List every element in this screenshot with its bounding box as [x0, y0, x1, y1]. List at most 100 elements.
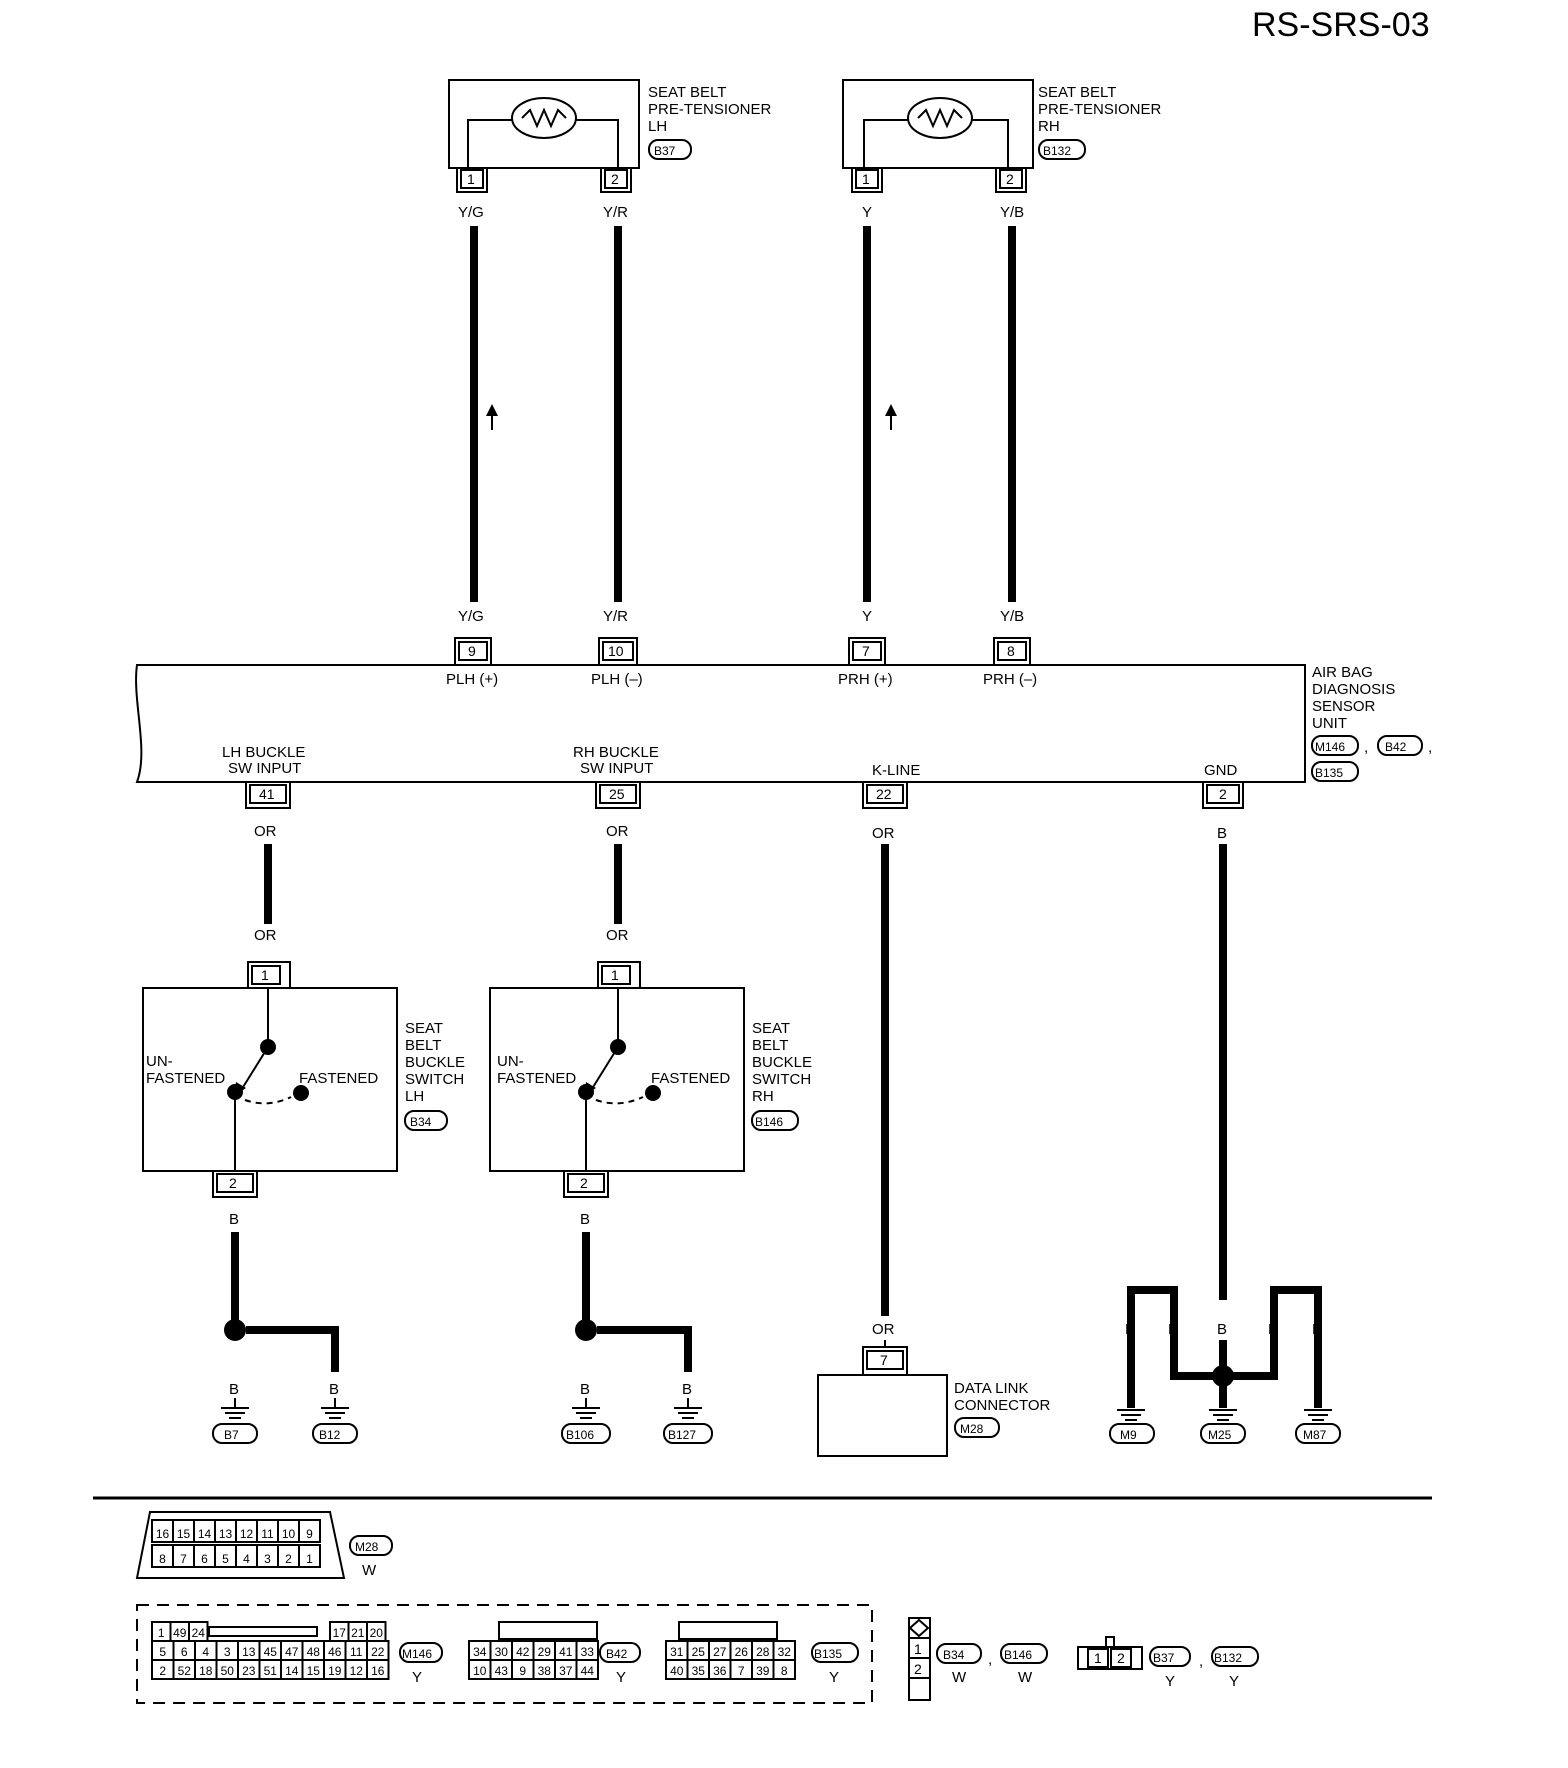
svg-text:FASTENED: FASTENED: [497, 1070, 576, 1087]
connector-id: B132: [1043, 144, 1071, 158]
connector-pin-cell: 12: [344, 1659, 368, 1680]
connector-pin-cell: 37: [554, 1659, 578, 1680]
svg-text:UN-: UN-: [146, 1053, 173, 1070]
svg-text:RH BUCKLE: RH BUCKLE: [573, 744, 659, 761]
connector-pin-cell: 45: [258, 1640, 282, 1661]
svg-text:22: 22: [876, 786, 892, 802]
svg-text:W: W: [1018, 1669, 1033, 1686]
svg-text:BELT: BELT: [405, 1037, 441, 1054]
svg-text:1: 1: [914, 1641, 922, 1657]
svg-text:2: 2: [914, 1661, 922, 1677]
wire-color: Y/R: [603, 608, 628, 625]
svg-text:4: 4: [202, 1645, 209, 1659]
svg-text:1: 1: [862, 171, 870, 187]
svg-text:,: ,: [988, 1651, 992, 1668]
connector-pin-cell: 44: [575, 1659, 599, 1680]
svg-text:FASTENED: FASTENED: [651, 1070, 730, 1087]
wire-color: OR: [872, 1321, 895, 1338]
svg-text:W: W: [952, 1669, 967, 1686]
svg-text:M146: M146: [402, 1647, 432, 1661]
connector-pin-cell: 35: [686, 1659, 710, 1680]
svg-text:7: 7: [862, 643, 870, 659]
svg-text:SENSOR: SENSOR: [1312, 698, 1376, 715]
svg-text:Y: Y: [1165, 1673, 1175, 1690]
svg-text:RH: RH: [752, 1088, 774, 1105]
svg-text:46: 46: [328, 1645, 342, 1659]
svg-text:3: 3: [224, 1645, 231, 1659]
connector-pin-cell: 41: [554, 1640, 578, 1661]
wire-color: B: [1125, 1321, 1135, 1338]
wire-color: OR: [254, 927, 277, 944]
connector-pin-cell: 13: [214, 1519, 237, 1543]
svg-text:11: 11: [350, 1645, 363, 1659]
svg-text:37: 37: [559, 1664, 573, 1678]
buckle-switch-lh: 1 UN- FASTENED FASTENED 2 SEAT BELT BUCK…: [142, 961, 465, 1198]
connector-pin-cell: 24: [188, 1621, 209, 1642]
pin-box: 7: [848, 637, 886, 665]
svg-text:16: 16: [371, 1664, 385, 1678]
connector-id: B42: [1385, 740, 1407, 754]
svg-text:41: 41: [259, 786, 275, 802]
svg-text:UN-: UN-: [497, 1053, 524, 1070]
connector-pin-cell: 50: [215, 1659, 239, 1680]
svg-text:18: 18: [199, 1664, 213, 1678]
signal-label: PLH (–): [591, 671, 643, 688]
svg-text:2: 2: [1117, 1650, 1125, 1666]
svg-text:Y: Y: [829, 1669, 839, 1686]
pin-box: 9: [454, 637, 492, 665]
svg-text:12: 12: [240, 1527, 254, 1541]
svg-text:AIR BAG: AIR BAG: [1312, 664, 1373, 681]
svg-text:39: 39: [756, 1664, 770, 1678]
svg-text:2: 2: [1006, 171, 1014, 187]
svg-text:6: 6: [181, 1645, 188, 1659]
connector-pin-cell: 2: [277, 1544, 300, 1568]
connector-pin-cell: 7: [729, 1659, 753, 1680]
connector-pin-cell: 9: [298, 1519, 321, 1543]
svg-text:2: 2: [1219, 786, 1227, 802]
wire-color: Y: [862, 608, 872, 625]
svg-text:CONNECTOR: CONNECTOR: [954, 1397, 1051, 1414]
connector-pin-cell: 9: [511, 1659, 535, 1680]
signal-label: PRH (–): [983, 671, 1037, 688]
connector-pin-cell: 34: [468, 1640, 492, 1661]
svg-text:13: 13: [219, 1527, 233, 1541]
connector-pin-cell: 47: [280, 1640, 304, 1661]
svg-text:B42: B42: [606, 1647, 628, 1661]
connector-face-b37: 1 2 B37 Y , B132 Y: [1077, 1636, 1259, 1690]
wire-color: Y: [862, 204, 872, 221]
wire-color: OR: [606, 823, 629, 840]
svg-text:34: 34: [473, 1645, 487, 1659]
connector-pin-cell: 20: [366, 1621, 387, 1642]
svg-text:SEAT: SEAT: [405, 1020, 443, 1037]
wire-color: B: [1217, 1321, 1227, 1338]
svg-text:50: 50: [221, 1664, 235, 1678]
connector-pin-cell: 32: [772, 1640, 796, 1661]
dashed-connector-group: [136, 1604, 873, 1704]
ground-icon: [321, 1398, 349, 1419]
current-arrow-icon: [486, 404, 498, 430]
ground-id: M87: [1303, 1428, 1327, 1442]
connector-key-slot: [208, 1626, 318, 1637]
wire-color: B: [229, 1381, 239, 1398]
wire-color: Y/G: [458, 608, 484, 625]
connector-pin-cell: 18: [194, 1659, 218, 1680]
pin-box: 41: [245, 782, 291, 809]
pin-box: 1: [851, 168, 883, 193]
svg-text:29: 29: [538, 1645, 552, 1659]
svg-text:38: 38: [538, 1664, 552, 1678]
svg-text:W: W: [362, 1562, 377, 1579]
svg-text:4: 4: [243, 1552, 250, 1566]
svg-text:LH: LH: [405, 1088, 424, 1105]
svg-text:44: 44: [581, 1664, 595, 1678]
svg-text:SW INPUT: SW INPUT: [580, 760, 653, 777]
ground-cluster: B B B B B M9 M25 M87: [1109, 1286, 1341, 1444]
svg-text:48: 48: [307, 1645, 321, 1659]
connector-id: B34: [410, 1115, 432, 1129]
connector-pin-cell: 6: [172, 1640, 196, 1661]
svg-text:LH: LH: [648, 118, 667, 135]
ground-icon: [674, 1398, 702, 1419]
svg-text:43: 43: [495, 1664, 509, 1678]
svg-text:M28: M28: [355, 1540, 379, 1554]
pin-box: 2: [212, 1171, 258, 1198]
